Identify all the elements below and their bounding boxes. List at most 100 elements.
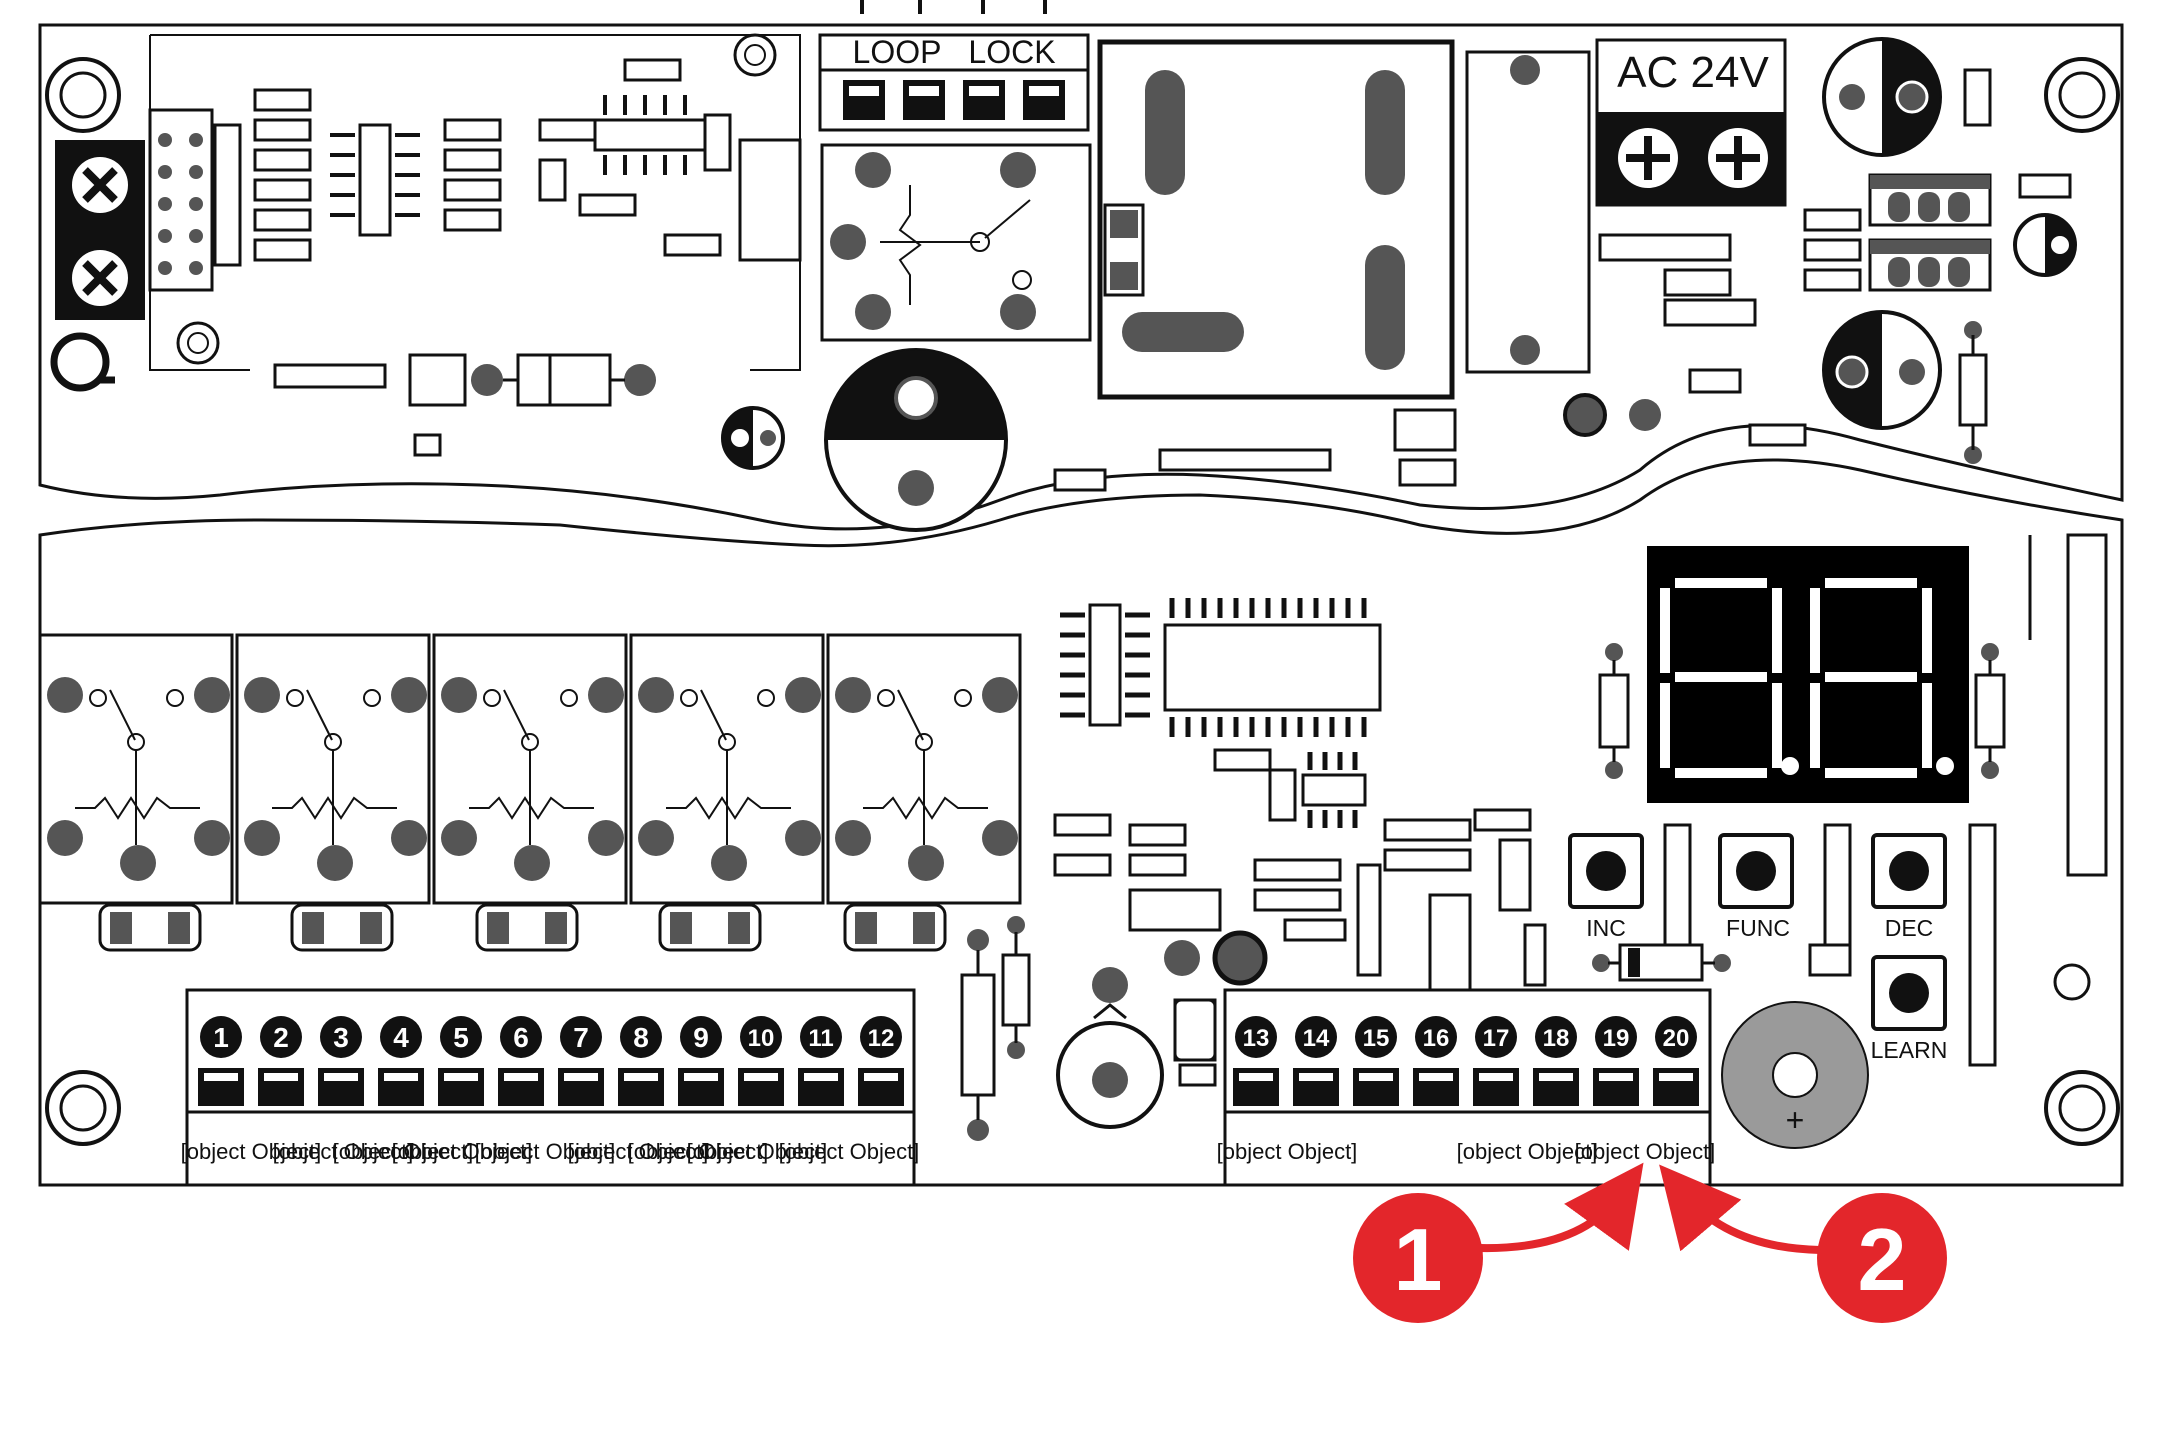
capacitor-right-mid	[1822, 310, 1942, 430]
mounting-hole-bottom-left	[45, 1070, 121, 1146]
capacitor-small-left	[721, 406, 785, 470]
terminal-number: 14	[1303, 1025, 1330, 1052]
terminal-number: 9	[693, 1022, 709, 1053]
lower-small-circles	[1164, 930, 1268, 1062]
terminal-label: [object Object]	[1457, 1139, 1598, 1164]
terminal-number: 6	[513, 1022, 529, 1053]
ic-chip-upper-left	[330, 123, 420, 237]
terminal-number: 16	[1423, 1025, 1450, 1052]
small-circles-mid	[1563, 393, 1661, 437]
terminal-number: 20	[1663, 1025, 1690, 1052]
terminal-labels: [object Object] [object Object] [object …	[181, 1139, 1716, 1164]
inc-label: INC	[1586, 915, 1626, 941]
mounting-hole-top-left	[45, 57, 121, 133]
diode-upper	[471, 353, 656, 407]
terminal-label: [object Object]	[779, 1139, 920, 1164]
capacitor-top-right	[1822, 37, 1942, 157]
terminal-number: 1	[213, 1022, 229, 1053]
terminal-label: [object Object]	[687, 1139, 828, 1164]
callout-badge-1	[1353, 1193, 1483, 1323]
ic-chip-lower-dip	[1060, 603, 1150, 727]
upper-relay	[820, 143, 1092, 342]
relay-bank	[38, 633, 1022, 905]
terminal-number: 12	[868, 1025, 895, 1052]
terminal-label: [object Object]	[568, 1139, 709, 1164]
func-button[interactable]	[1718, 833, 1794, 909]
seven-segment-display	[1647, 546, 1969, 803]
capacitor-small-right	[2013, 213, 2077, 277]
terminal-number: 7	[573, 1022, 589, 1053]
hatched-component-1	[1868, 173, 1992, 227]
buzzer	[1721, 1001, 1869, 1149]
relay-5	[826, 633, 1022, 905]
terminal-slot-highlights	[204, 1073, 1693, 1081]
terminal-number-badges	[200, 1016, 1697, 1058]
terminal-number: 4	[393, 1022, 409, 1053]
potentiometer	[824, 348, 1008, 532]
learn-button[interactable]	[1871, 955, 1947, 1031]
func-label: FUNC	[1726, 915, 1790, 941]
small-hole-top	[176, 33, 777, 365]
dec-label: DEC	[1885, 915, 1934, 941]
ic-chip-upper-mid	[593, 95, 707, 175]
terminal-number: 2	[273, 1022, 289, 1053]
terminal-number: 10	[748, 1025, 775, 1052]
ac-power-terminal	[1595, 38, 1787, 207]
left-screw-terminal	[55, 140, 145, 320]
diode-lower	[1592, 943, 1731, 982]
resistor-upper-right	[1958, 321, 1988, 464]
terminal-number: 3	[333, 1022, 349, 1053]
transformer	[1097, 39, 1455, 400]
terminal-number: 18	[1543, 1025, 1570, 1052]
terminal-label: [object Object]	[1217, 1139, 1358, 1164]
terminal-number: 17	[1483, 1025, 1510, 1052]
terminal-number: 13	[1243, 1025, 1270, 1052]
terminal-number: 11	[808, 1025, 833, 1052]
lower-capacitor-round	[1056, 967, 1164, 1129]
smd-components-upper	[213, 58, 2072, 492]
terminal-label: [object Object]	[628, 1139, 769, 1164]
terminal-label: [object Object]	[333, 1139, 474, 1164]
terminal-number: 8	[633, 1022, 649, 1053]
loop-lock-terminal	[818, 0, 1090, 132]
terminal-numbers: 1 2 3 4 5 6 7 8 9 10 11 12 13 14 15 16 1…	[213, 1022, 1689, 1053]
terminal-block-left	[185, 988, 916, 1187]
callout-number-1: 1	[1394, 1210, 1443, 1309]
resistors-vertical-lower	[960, 916, 1031, 1141]
pin-header-left	[148, 108, 214, 292]
resistor-display-left	[1598, 643, 1630, 779]
mounting-hole-top-right	[2044, 57, 2120, 133]
terminal-label: [object Object]	[475, 1139, 616, 1164]
buzzer-plus-sign: +	[1786, 1102, 1805, 1138]
antenna-icon	[50, 332, 115, 392]
learn-label: LEARN	[1871, 1037, 1948, 1063]
terminal-label: [object Object]	[1575, 1139, 1716, 1164]
callout-number-2: 2	[1858, 1210, 1907, 1309]
resistor-display-right	[1974, 643, 2006, 779]
smd-components-lower	[1053, 748, 1997, 1087]
mounting-hole-bottom-right	[2044, 1070, 2120, 1146]
terminal-number: 15	[1363, 1025, 1390, 1052]
terminal-label: [object Object]	[273, 1139, 414, 1164]
ic-chip-lower-small	[1301, 752, 1367, 828]
terminal-label: [object Object]	[181, 1139, 322, 1164]
lock-label: LOCK	[968, 34, 1055, 70]
relay-4	[629, 633, 825, 905]
hatched-component-2	[1868, 238, 1992, 292]
inc-button[interactable]	[1568, 833, 1644, 909]
upper-right-relay	[1465, 50, 1591, 374]
relay-capacitor-fills	[110, 912, 935, 944]
terminal-label: [object Object]	[392, 1139, 533, 1164]
callout-arrow-2	[1659, 1164, 1821, 1254]
dec-button[interactable]	[1871, 833, 1947, 909]
callout-badge-2	[1817, 1193, 1947, 1323]
ac-24v-label: AC 24V	[1617, 48, 1769, 97]
small-hole-right	[2053, 963, 2091, 1001]
relay-2	[235, 633, 431, 905]
terminal-number: 19	[1603, 1025, 1630, 1052]
ic-chip-lower-mcu	[1163, 598, 1382, 737]
callout-arrow-1	[1479, 1162, 1644, 1253]
relay-1	[38, 633, 234, 905]
terminal-number: 5	[453, 1022, 469, 1053]
